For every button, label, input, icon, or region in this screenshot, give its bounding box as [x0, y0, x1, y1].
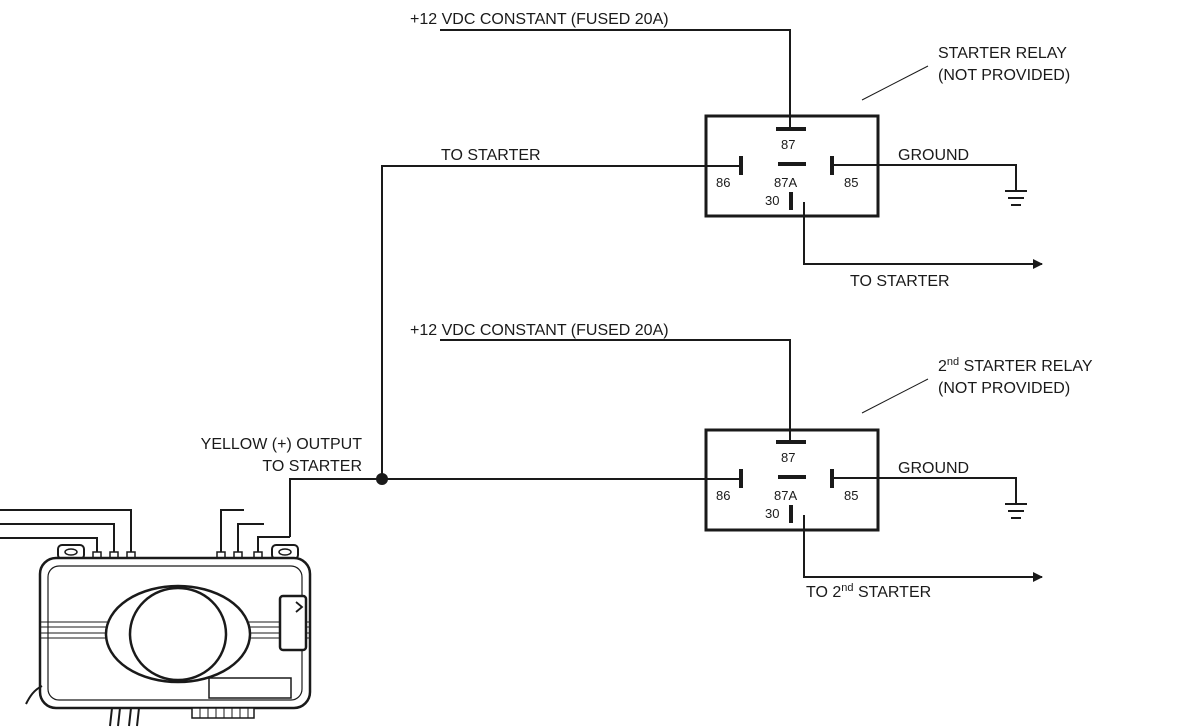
feed-to-relay2-wire [289, 478, 742, 537]
relay1-ground-label: GROUND [898, 147, 969, 164]
wire-junction-dot [376, 473, 388, 485]
module-lens [128, 586, 228, 682]
relay2-ground-icon [1005, 503, 1027, 519]
module-connector-pins [92, 551, 263, 561]
harness-wire-b [0, 523, 115, 556]
relay2-pin-86: 86 [716, 488, 730, 503]
module-output-label-line1: YELLOW (+) OUTPUT [201, 436, 363, 453]
relay2-subtitle: (NOT PROVIDED) [938, 380, 1070, 397]
relay1-pin-87a: 87A [774, 175, 797, 190]
module-bottom-connectors [109, 707, 255, 727]
relay1-pin-85: 85 [844, 175, 858, 190]
relay1-output-label: TO STARTER [850, 273, 950, 290]
module-side-connector-arrow [295, 601, 304, 613]
relay1-leader-line [861, 65, 929, 101]
relay1-ground-wire [832, 164, 1017, 190]
relay2-pin-87a: 87A [774, 488, 797, 503]
relay1-pin-30: 30 [765, 193, 779, 208]
relay1-output-wire [803, 202, 1043, 269]
relay2-output-label: TO 2nd STARTER [806, 582, 931, 601]
relay2-supply-label: +12 VDC CONSTANT (FUSED 20A) [410, 322, 669, 339]
harness-wire-f [257, 536, 290, 556]
feed-to-relay1-wire [381, 165, 742, 479]
relay2-pin-87: 87 [781, 450, 795, 465]
remote-start-module [0, 509, 312, 727]
relay2-output-wire [803, 515, 1043, 582]
relay2-ground-wire [832, 477, 1017, 503]
module-output-label-line2: TO STARTER [262, 458, 362, 475]
relay1-supply-wire [440, 29, 791, 128]
relay1-supply-label: +12 VDC CONSTANT (FUSED 20A) [410, 11, 669, 28]
relay2-title: 2nd STARTER RELAY [938, 356, 1093, 375]
feed-to-relay1-label: TO STARTER [441, 147, 541, 164]
relay2-supply-wire [440, 339, 791, 442]
harness-wire-c [0, 537, 98, 556]
relay1-pin-87: 87 [781, 137, 795, 152]
relay1-ground-icon [1005, 190, 1027, 206]
relay1-pin-86: 86 [716, 175, 730, 190]
module-side-connector [278, 594, 308, 652]
starter-relay-1: +12 VDC CONSTANT (FUSED 20A) 87 86 87A 8… [410, 11, 1070, 290]
harness-wire-a [0, 509, 132, 556]
module-side-wire [25, 685, 43, 705]
module-label-plate [208, 677, 292, 699]
relay2-pin-30: 30 [765, 506, 779, 521]
harness-wire-e [237, 523, 264, 556]
relay2-ground-label: GROUND [898, 460, 969, 477]
relay2-leader-line [861, 378, 929, 414]
harness-wire-d [220, 509, 244, 556]
starter-relay-2: +12 VDC CONSTANT (FUSED 20A) 87 86 87A 8… [410, 322, 1093, 601]
starter-feed-wiring: TO STARTER YELLOW (+) OUTPUT TO STARTER [201, 147, 742, 537]
relay1-subtitle: (NOT PROVIDED) [938, 67, 1070, 84]
relay2-pin-85: 85 [844, 488, 858, 503]
relay1-title: STARTER RELAY [938, 45, 1067, 62]
